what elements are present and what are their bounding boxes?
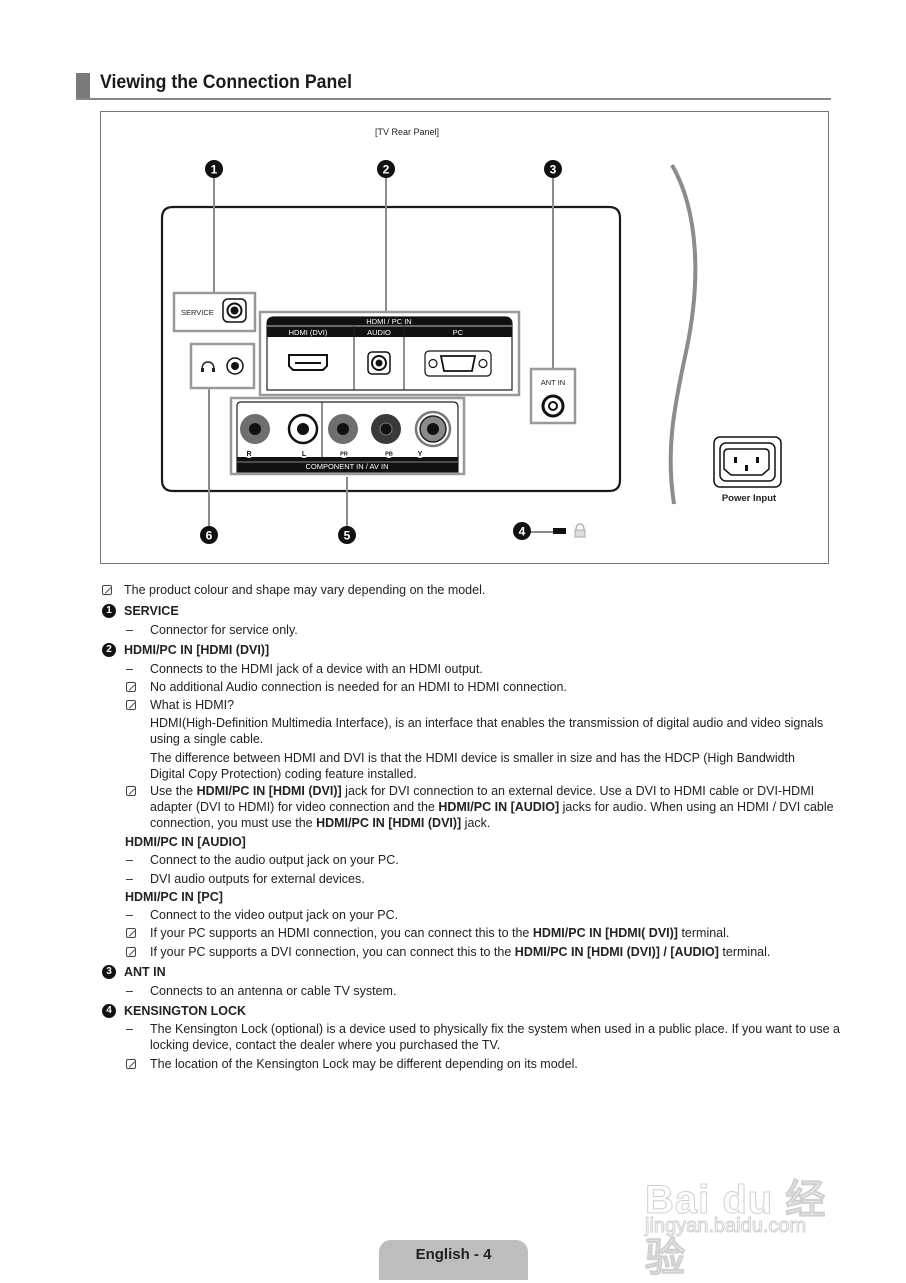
number-2-icon: 2 — [102, 643, 116, 657]
callout-4: 4 — [513, 522, 531, 540]
item-2-note-2-title: What is HDMI? — [126, 697, 234, 713]
watermark-brand: Bai du 经验 — [645, 1178, 827, 1281]
component-av-in-group: R – AUDIO – L PR PB Y / VIDEO COMPONENT … — [229, 396, 466, 476]
tv-side-curve — [668, 164, 698, 505]
sub-audio-line-2: – DVI audio outputs for external devices… — [126, 872, 365, 886]
callout-6: 6 — [200, 526, 218, 544]
rear-panel-diagram: [TV Rear Panel] 1 2 3 4 5 — [100, 111, 829, 564]
svg-text:ANT IN: ANT IN — [541, 378, 565, 387]
number-4-icon: 4 — [102, 1004, 116, 1018]
item-3-line: – Connects to an antenna or cable TV sys… — [126, 984, 397, 998]
svg-text:SERVICE: SERVICE — [181, 308, 214, 317]
svg-text:2: 2 — [383, 163, 390, 177]
item-2-title: 2 HDMI/PC IN [HDMI (DVI)] — [102, 642, 269, 658]
callout-5: 5 — [338, 526, 356, 544]
item-2-note-3: Use the HDMI/PC IN [HDMI (DVI)] jack for… — [126, 783, 835, 831]
item-1-title: 1 SERVICE — [102, 603, 179, 619]
rear-panel-svg: [TV Rear Panel] 1 2 3 4 5 — [160, 127, 782, 544]
power-input: Power Input — [713, 436, 782, 504]
headphone-icon — [201, 361, 215, 371]
heading-bar — [76, 73, 90, 98]
note-icon — [126, 928, 136, 938]
headphone-port — [189, 342, 256, 390]
svg-text:3: 3 — [550, 163, 557, 177]
kensington-lock — [553, 523, 586, 538]
diagram-caption: [TV Rear Panel] — [375, 127, 439, 137]
svg-text:Power Input: Power Input — [722, 493, 777, 504]
svg-text:HDMI / PC IN: HDMI / PC IN — [366, 317, 411, 326]
item-2-note-2-p1: HDMI(High-Definition Multimedia Interfac… — [150, 716, 824, 746]
note-icon — [126, 682, 136, 692]
sub-audio-line-1: – Connect to the audio output jack on yo… — [126, 853, 399, 867]
item-4-line: – The Kensington Lock (optional) is a de… — [126, 1022, 840, 1052]
svg-text:/ VIDEO: / VIDEO — [425, 449, 453, 458]
sub-pc-title: HDMI/PC IN [PC] — [125, 890, 223, 904]
svg-text:Y: Y — [418, 451, 423, 458]
item-2-note-2-p2: The difference between HDMI and DVI is t… — [150, 751, 795, 781]
svg-text:6: 6 — [206, 529, 213, 543]
lock-icon — [575, 523, 585, 531]
item-2-note-1: No additional Audio connection is needed… — [126, 679, 567, 695]
tv-rear-outline — [160, 205, 622, 493]
item-2-line: – Connects to the HDMI jack of a device … — [126, 662, 483, 676]
item-3-title: 3 ANT IN — [102, 964, 166, 980]
svg-text:1: 1 — [211, 163, 218, 177]
svg-text:COMPONENT IN / AV IN: COMPONENT IN / AV IN — [305, 462, 388, 471]
svg-text:HDMI (DVI): HDMI (DVI) — [289, 328, 328, 337]
callout-2: 2 — [377, 160, 395, 178]
service-port: SERVICE — [172, 291, 257, 333]
number-1-icon: 1 — [102, 604, 116, 618]
svg-text:– AUDIO –: – AUDIO – — [258, 449, 295, 458]
hdmi-pc-in-group: HDMI / PC IN HDMI (DVI) AUDIO PC — [258, 310, 521, 397]
svg-text:PB: PB — [385, 452, 393, 458]
sub-audio-title: HDMI/PC IN [AUDIO] — [125, 835, 246, 849]
item-4-title: 4 KENSINGTON LOCK — [102, 1003, 246, 1019]
sub-pc-note-2: If your PC supports a DVI connection, yo… — [126, 944, 770, 960]
svg-text:L: L — [302, 451, 307, 458]
note-icon — [102, 585, 112, 595]
svg-text:AUDIO: AUDIO — [367, 328, 391, 337]
sub-pc-line: – Connect to the video output jack on yo… — [126, 908, 399, 922]
callout-1: 1 — [205, 160, 223, 178]
note-icon — [126, 1059, 136, 1069]
item-1-line: – Connector for service only. — [126, 623, 298, 637]
sub-pc-note-1: If your PC supports an HDMI connection, … — [126, 925, 729, 941]
svg-text:PR: PR — [340, 452, 348, 458]
section-heading: Viewing the Connection Panel — [76, 71, 831, 100]
page-number-tab: English - 4 — [379, 1240, 528, 1280]
callout-3: 3 — [544, 160, 562, 178]
item-4-note: The location of the Kensington Lock may … — [126, 1056, 578, 1072]
note-general: The product colour and shape may vary de… — [102, 582, 485, 598]
watermark-url: jingyan.baidu.com — [644, 1215, 807, 1238]
svg-text:PC: PC — [453, 328, 464, 337]
svg-text:R: R — [246, 451, 251, 458]
svg-text:4: 4 — [519, 525, 526, 539]
note-icon — [126, 700, 136, 710]
note-icon — [126, 786, 136, 796]
svg-text:5: 5 — [344, 529, 351, 543]
note-icon — [126, 947, 136, 957]
baidu-watermark: Bai du 经验 jingyan.baidu.com — [644, 1145, 855, 1281]
vga-port-icon — [439, 355, 477, 372]
number-3-icon: 3 — [102, 965, 116, 979]
page-number: English - 4 — [415, 1246, 492, 1263]
ant-in-port: ANT IN — [529, 367, 577, 425]
page-title: Viewing the Connection Panel — [100, 72, 353, 93]
